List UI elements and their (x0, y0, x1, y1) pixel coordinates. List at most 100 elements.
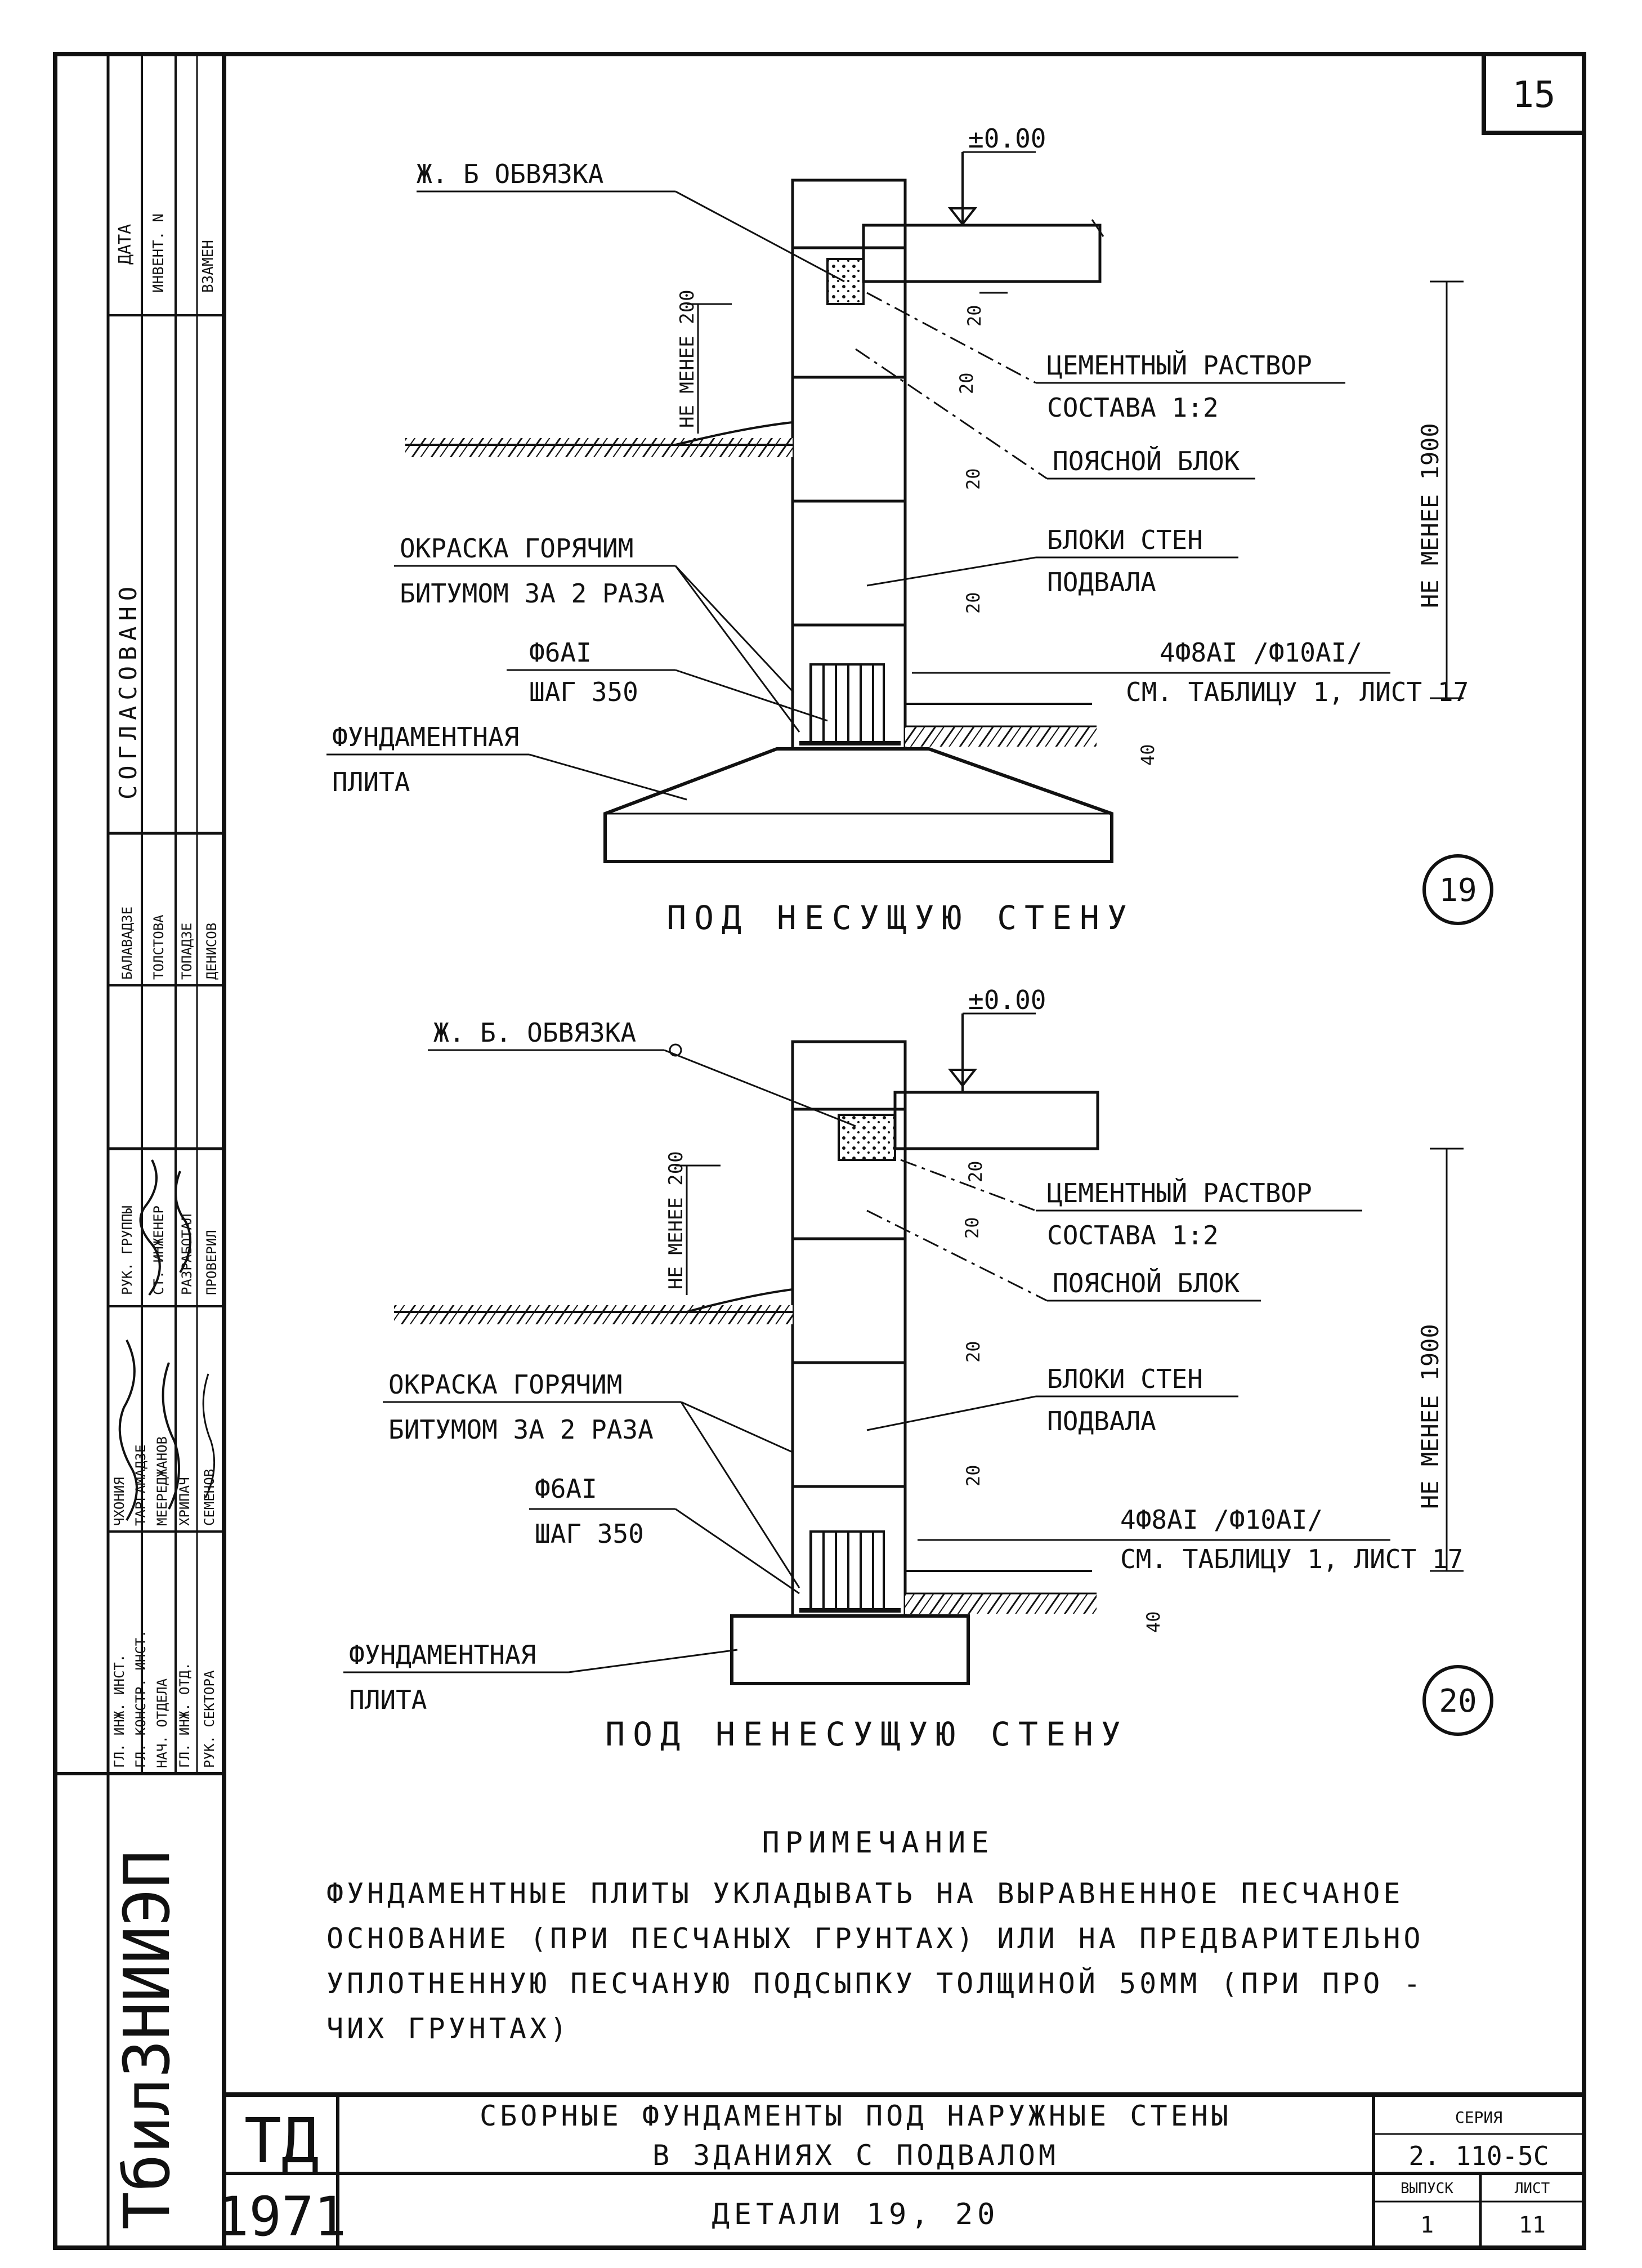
sidebar-name1-1: ТАРГАМАДЗЕ (133, 1445, 149, 1526)
d19-dim-20b: 20 (956, 372, 977, 394)
d19-rebar-right-l1: 4Ф8АI /Ф10АI/ (1160, 637, 1362, 668)
sidebar-name1-3: ХРИПАЧ (177, 1477, 193, 1526)
d20-rebar-right-l2: СМ. ТАБЛИЦУ 1, ЛИСТ 17 (1120, 1544, 1463, 1574)
d20-dim-20a: 20 (965, 1160, 986, 1182)
sheet-label: ЛИСТ (1515, 2180, 1550, 2197)
d19-plate-l2: ПЛИТА (332, 767, 410, 797)
issue-value: 1 (1420, 2212, 1434, 2238)
detail-20: ±0.00 НЕ МЕНЕЕ 200 20 20 20 20 40 Ж. Б. … (343, 985, 1493, 1753)
d19-painting-l2: БИТУМОМ ЗА 2 РАЗА (400, 578, 665, 609)
d19-mortar-l1: ЦЕМЕНТНЫЙ РАСТВОР (1047, 350, 1312, 381)
d20-belt-block: ПОЯСНОЙ БЛОК (1053, 1268, 1240, 1298)
d20-dim-20c: 20 (963, 1341, 984, 1363)
sidebar-name2-0: БАЛАВАДЗЕ (119, 907, 135, 980)
d20-rebar-l2: ШАГ 350 (535, 1519, 644, 1549)
sidebar-role-3: ГЛ. ИНЖ. ОТД. (177, 1662, 193, 1768)
d20-painting-l1: ОКРАСКА ГОРЯЧИМ (388, 1369, 622, 1400)
sidebar-agreed: СОГЛАСОВАНО (114, 581, 142, 800)
sidebar-role2-3: ПРОВЕРИЛ (204, 1230, 220, 1295)
d19-rebar-l1: Ф6АI (529, 637, 592, 668)
d20-dim-40: 40 (1143, 1611, 1164, 1633)
signature-mark (118, 1340, 138, 1521)
d19-dim-1900: НЕ МЕНЕЕ 1900 (1416, 423, 1444, 608)
d19-belt-block: ПОЯСНОЙ БЛОК (1053, 446, 1240, 476)
signature-mark (139, 1159, 161, 1296)
sidebar-name1-0: ЧХОНИЯ (111, 1477, 127, 1526)
d19-rebar-l2: ШАГ 350 (529, 677, 638, 707)
signature-mark (162, 1362, 180, 1510)
d20-dim-20d: 20 (963, 1465, 984, 1486)
sidebar-role2-1: СТ. ИНЖЕНЕР (151, 1206, 167, 1295)
sidebar-name1-4: СЕМЕНОВ (202, 1469, 217, 1526)
d19-dim-20a: 20 (964, 305, 985, 327)
title-block: ТД 1971 СБОРНЫЕ ФУНДАМЕНТЫ ПОД НАРУЖНЫЕ … (216, 2092, 1584, 2248)
sidebar-name1-2: МЕЕРЕДЖАНОВ (154, 1436, 170, 1526)
sidebar-inv-no: ИНВЕНТ. N (150, 213, 167, 293)
d19-dim-20d: 20 (963, 592, 984, 614)
title-subtitle: ДЕТАЛИ 19, 20 (712, 2198, 1000, 2231)
d20-plate-l1: ФУНДАМЕНТНАЯ (349, 1640, 536, 1670)
d19-wall-blocks-l1: БЛОКИ СТЕН (1047, 525, 1203, 555)
sidebar-name2-3: ДЕНИСОВ (204, 923, 220, 980)
d19-mortar-l2: СОСТАВА 1:2 (1047, 392, 1219, 423)
d19-number-circle (1422, 854, 1493, 925)
d20-tie-beam: Ж. Б. ОБВЯЗКА (433, 1017, 636, 1048)
d19-dim-200: НЕ МЕНЕЕ 200 (676, 289, 699, 428)
d19-caption: ПОД НЕСУЩУЮ СТЕНУ (666, 899, 1135, 937)
d19-tie-beam: Ж. Б ОБВЯЗКА (417, 159, 603, 189)
d20-wall-blocks-l1: БЛОКИ СТЕН (1047, 1364, 1203, 1394)
sidebar-role-2: НАЧ. ОТДЕЛА (154, 1678, 170, 1768)
d19-painting-l1: ОКРАСКА ГОРЯЧИМ (400, 533, 633, 564)
series-value: 2. 110-5С (1408, 2141, 1549, 2171)
d19-plate-l1: ФУНДАМЕНТНАЯ (332, 722, 519, 752)
signature-mark (175, 1171, 191, 1274)
sheet-frame (53, 52, 1586, 2250)
d20-dim-200: НЕ МЕНЕЕ 200 (665, 1151, 687, 1289)
d20-dim-20b: 20 (961, 1217, 983, 1239)
title-year: 1971 (216, 2185, 346, 2248)
d20-level: ±0.00 (968, 985, 1046, 1015)
note-line3: УПЛОТНЕННУЮ ПЕСЧАНУЮ ПОДСЫПКУ ТОЛЩИНОЙ 5… (326, 1967, 1424, 2000)
d20-plate-l2: ПЛИТА (349, 1685, 427, 1715)
d20-rebar-right-l1: 4Ф8АI /Ф10АI/ (1120, 1504, 1323, 1535)
note-line2: ОСНОВАНИЕ (ПРИ ПЕСЧАНЫХ ГРУНТАХ) ИЛИ НА … (326, 1922, 1424, 1955)
title-l2: В ЗДАНИЯХ С ПОДВАЛОМ (652, 2139, 1059, 2172)
note-line1: ФУНДАМЕНТНЫЕ ПЛИТЫ УКЛАДЫВАТЬ НА ВЫРАВНЕ… (326, 1877, 1403, 1910)
sidebar-role2-0: РУК. ГРУППЫ (119, 1206, 135, 1295)
sheet-number: 15 (1512, 74, 1555, 116)
detail-19: ±0.00 НЕ МЕНЕЕ 200 20 20 20 20 40 Ж. Б О… (326, 123, 1493, 937)
sidebar-replace: ВЗАМЕН (200, 240, 217, 293)
series-label: СЕРИЯ (1455, 2108, 1502, 2127)
sidebar-date: ДАТА (115, 224, 135, 265)
d19-number: 19 (1439, 872, 1477, 909)
sidebar-name2-2: ТОПАДЗЕ (179, 923, 195, 980)
d19-dim-40: 40 (1137, 744, 1158, 766)
sidebar-name2-1: ТОЛСТОВА (151, 914, 167, 980)
sidebar-org: ТбилЗНИИЭП (111, 1850, 184, 2230)
d20-mortar-l1: ЦЕМЕНТНЫЙ РАСТВОР (1047, 1178, 1312, 1208)
d20-dim-1900: НЕ МЕНЕЕ 1900 (1416, 1324, 1444, 1509)
sidebar-role-1: ГЛ. КОНСТР. ИНСТ. (133, 1629, 149, 1768)
title-code: ТД (244, 2105, 319, 2177)
sheet-number-box (1482, 52, 1586, 135)
d20-number: 20 (1439, 1683, 1477, 1720)
sidebar-role-0: ГЛ. ИНЖ. ИНСТ. (111, 1654, 127, 1768)
note-block: ПРИМЕЧАНИЕ ФУНДАМЕНТНЫЕ ПЛИТЫ УКЛАДЫВАТЬ… (326, 1826, 1424, 2045)
sidebar: ДАТА ИНВЕНТ. N ВЗАМЕН СОГЛАСОВАНО БАЛАВА… (55, 54, 224, 2248)
d20-number-circle (1422, 1665, 1493, 1736)
d20-rebar-l1: Ф6АI (535, 1474, 597, 1504)
d19-wall-blocks-l2: ПОДВАЛА (1047, 567, 1156, 597)
note-line4: ЧИХ ГРУНТАХ) (326, 2012, 570, 2045)
d20-wall-blocks-l2: ПОДВАЛА (1047, 1406, 1156, 1436)
title-l1: СБОРНЫЕ ФУНДАМЕНТЫ ПОД НАРУЖНЫЕ СТЕНЫ (480, 2100, 1232, 2132)
d19-level: ±0.00 (968, 123, 1046, 154)
d20-mortar-l2: СОСТАВА 1:2 (1047, 1220, 1219, 1251)
d20-painting-l2: БИТУМОМ ЗА 2 РАЗА (388, 1414, 654, 1445)
d19-rebar-right-l2: СМ. ТАБЛИЦУ 1, ЛИСТ 17 (1126, 677, 1469, 707)
d19-dim-20c: 20 (963, 468, 984, 490)
note-heading: ПРИМЕЧАНИЕ (762, 1826, 994, 1860)
sidebar-role-4: РУК. СЕКТОРА (202, 1670, 217, 1768)
signature-mark (202, 1373, 216, 1498)
sheet-value: 11 (1519, 2212, 1546, 2238)
